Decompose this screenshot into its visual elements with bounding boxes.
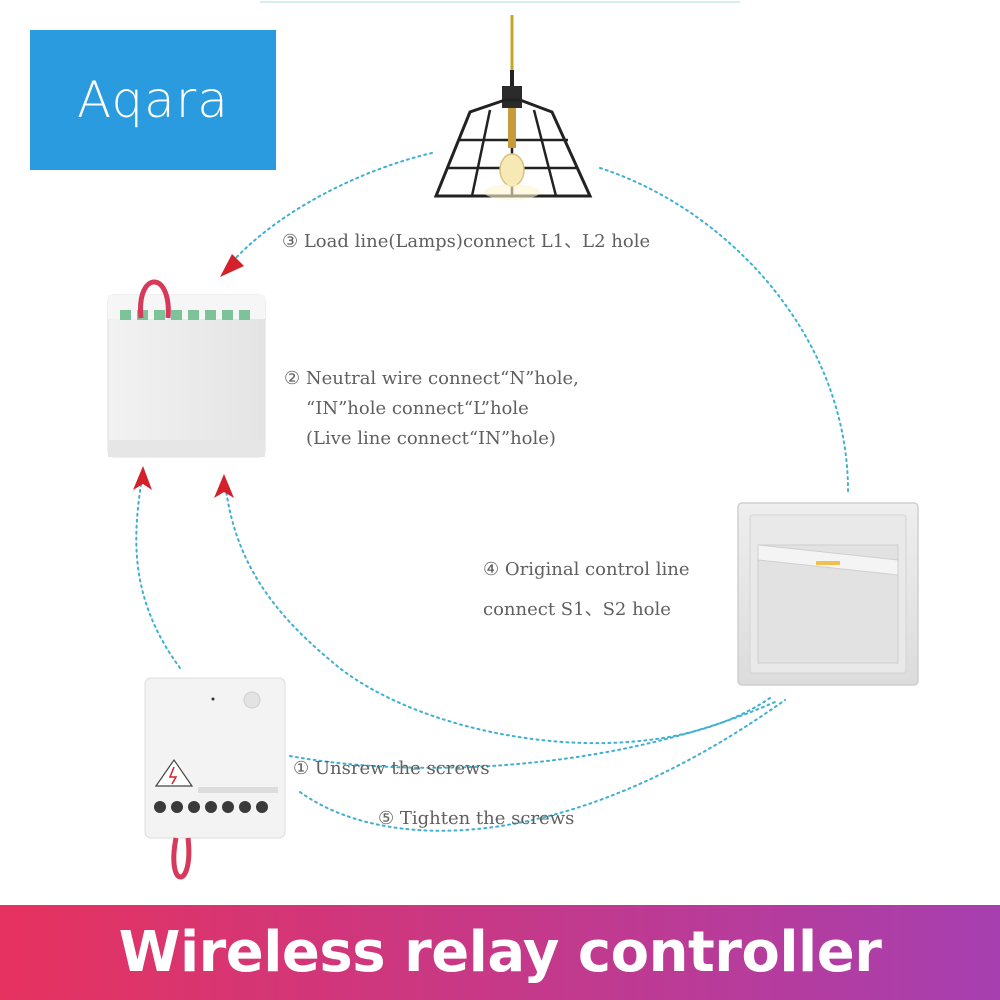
path-lamp-to-switch [599,167,850,496]
path-board-to-switch-tighten [299,699,786,832]
step-1-label: ① Unsrew the screws [293,758,490,779]
relay-module-icon [107,279,266,458]
step-2-label-line1: ② Neutral wire connect“N”hole, [284,368,579,389]
arrow-icon [214,474,234,498]
step-2-label-line3: (Live line connect“IN”hole) [306,428,556,449]
step-4-label-line2: connect S1、S2 hole [483,599,671,620]
banner-background [0,905,1000,1000]
aqara-logo: Aqara [30,30,276,170]
step-5-label: ⑤ Tighten the screws [378,808,575,829]
wall-switch-icon [737,502,919,686]
step-2-label-line2: “IN”hole connect“L”hole [306,398,529,419]
path-board-to-switch [289,701,776,769]
pendant-lamp-icon [433,15,593,200]
banner-title: Wireless relay controller [118,920,882,985]
step-4-label-line1: ④ Original control line [483,559,690,580]
logo-text: Aqara [77,71,229,129]
path-lamp-to-module [231,152,433,263]
path-switch-to-module-right [225,489,771,745]
arrow-icon [133,466,152,490]
title-banner: Wireless relay controller [0,905,1000,1000]
arrow-icon [220,254,244,277]
path-board-to-module-left [135,477,181,669]
arrow-heads [133,254,244,498]
dotted-connectors [135,152,850,832]
step-3-label: ③ Load line(Lamps)connect L1、L2 hole [282,231,651,252]
relay-board-icon [144,677,286,880]
